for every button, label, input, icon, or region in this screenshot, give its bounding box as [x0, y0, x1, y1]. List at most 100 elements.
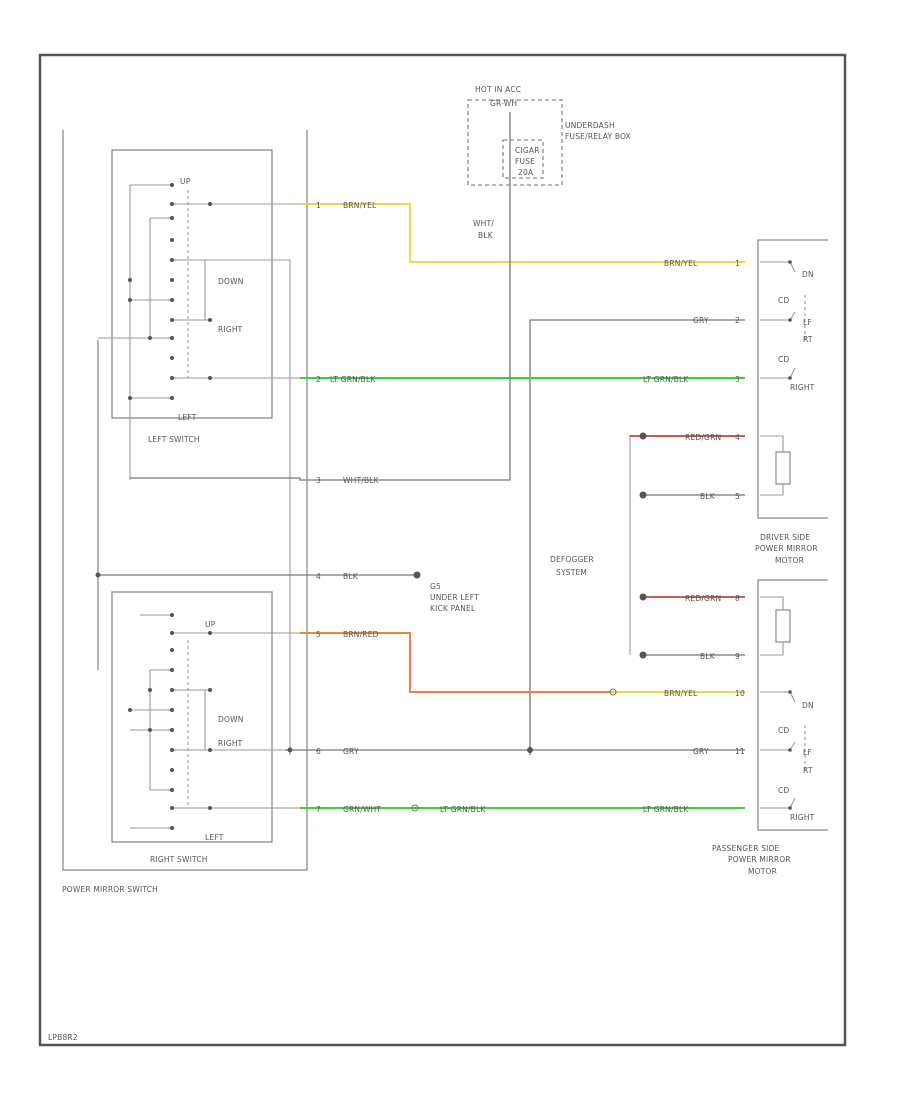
- pin-driver-3: 3: [735, 375, 740, 384]
- wire-brn-red: [300, 632, 610, 693]
- pin-passenger-8: 8: [735, 594, 740, 603]
- wire-label-red-grn-2: RED/GRN: [685, 594, 721, 603]
- pin-passenger-9: 9: [735, 652, 740, 661]
- label-fuse-1: CIGAR: [515, 146, 540, 155]
- wire-label-red-grn-1: RED/GRN: [685, 433, 721, 442]
- label-passenger-2: POWER MIRROR: [728, 855, 791, 864]
- wire-gry-driver: [529, 319, 745, 755]
- pin-driver-4: 4: [735, 433, 740, 442]
- driver-mirror-motor-box: [757, 239, 828, 519]
- defogger-connector-1: [639, 432, 647, 440]
- label-fuse-2: FUSE: [515, 157, 535, 166]
- label-cd-2: CD: [778, 355, 789, 364]
- wire-label-lt-grn-blk-mid: LT GRN/BLK: [440, 805, 486, 814]
- wire-label-gry-left: GRY: [343, 747, 359, 756]
- label-defogger-2: SYSTEM: [556, 568, 587, 577]
- label-rt-driver: RT: [803, 335, 813, 344]
- label-left-right: LEFT: [205, 833, 224, 842]
- wire-wht-blk: [130, 112, 511, 481]
- label-cd-3: CD: [778, 726, 789, 735]
- label-underdash-2: FUSE/RELAY BOX: [565, 132, 631, 141]
- passenger-motor-internals: [760, 690, 806, 810]
- wire-label-brn-yel-top: BRN/YEL: [343, 201, 377, 210]
- wire-label-blk-1: BLK: [700, 492, 716, 501]
- label-dn-passenger: DN: [802, 701, 814, 710]
- wire-label-gry-driver: GRY: [693, 316, 709, 325]
- pin-switch-1: 1: [316, 201, 321, 210]
- label-up-right: UP: [205, 620, 216, 629]
- label-wht-blk-1: WHT/: [473, 219, 494, 228]
- label-hot-in-acc: HOT IN ACC: [475, 85, 521, 94]
- pin-driver-2: 2: [735, 316, 740, 325]
- label-defogger-1: DEFOGGER: [550, 555, 594, 564]
- left-switch-box: [111, 149, 273, 419]
- label-ground-1: G5: [430, 582, 441, 591]
- label-driver-1: DRIVER SIDE: [760, 533, 810, 542]
- label-down-left: DOWN: [218, 277, 244, 286]
- label-ground-2: UNDER LEFT: [430, 593, 479, 602]
- label-cd-4: CD: [778, 786, 789, 795]
- pin-switch-6: 6: [316, 747, 321, 756]
- label-underdash-1: UNDERDASH: [565, 121, 615, 130]
- wire-label-lt-grn-blk-left: LT GRN/BLK: [330, 375, 376, 384]
- wire-label-blk-2: BLK: [700, 652, 716, 661]
- label-left-switch: LEFT SWITCH: [148, 435, 200, 444]
- label-left-left: LEFT: [178, 413, 197, 422]
- pin-switch-3: 3: [316, 476, 321, 485]
- label-down-right: DOWN: [218, 715, 244, 724]
- wire-label-gry-right: GRY: [693, 747, 709, 756]
- driver-heater-element: [775, 451, 791, 485]
- passenger-mirror-motor-box: [757, 579, 828, 831]
- label-rt-passenger: RT: [803, 766, 813, 775]
- label-driver-2: POWER MIRROR: [755, 544, 818, 553]
- defogger-connector-4: [639, 651, 647, 659]
- right-switch-contacts: [128, 613, 300, 830]
- wire-label-brn-red: BRN/RED: [343, 630, 379, 639]
- label-lf-driver: LF: [803, 318, 812, 327]
- inline-connector-pass: [609, 688, 617, 696]
- wire-label-brn-yel-pass: BRN/YEL: [664, 689, 698, 698]
- wire-label-wht-blk: WHT/BLK: [343, 476, 380, 485]
- pin-passenger-10: 10: [735, 689, 745, 698]
- label-hot-in-acc-conn: GR-WH: [490, 99, 517, 108]
- label-right-switch: RIGHT SWITCH: [150, 855, 208, 864]
- wire-label-lt-grn-blk-pass: LT GRN/BLK: [643, 805, 689, 814]
- label-fuse-3: 20A: [518, 168, 534, 177]
- label-power-mirror-switch: POWER MIRROR SWITCH: [62, 885, 158, 894]
- wire-label-blk-ground: BLK: [343, 572, 359, 581]
- pin-switch-5: 5: [316, 630, 321, 639]
- ground-point: [413, 571, 421, 579]
- label-passenger-1: PASSENGER SIDE: [712, 844, 780, 853]
- pin-driver-5: 5: [735, 492, 740, 501]
- left-switch-contacts: [98, 183, 300, 755]
- label-right-right: RIGHT: [218, 739, 243, 748]
- diagram-frame: [38, 53, 847, 1047]
- wire-brn-yel-top: [300, 203, 745, 263]
- power-mirror-switch-housing: [62, 130, 308, 871]
- defogger-connector-2: [639, 491, 647, 499]
- pin-switch-2: 2: [316, 375, 321, 384]
- wire-label-grn-wht: GRN/WHT: [343, 805, 381, 814]
- label-dn-driver: DN: [802, 270, 814, 279]
- defogger-connector-3: [639, 593, 647, 601]
- pin-passenger-11: 11: [735, 747, 745, 756]
- label-driver-3: MOTOR: [775, 556, 804, 565]
- label-wht-blk-2: BLK: [478, 231, 494, 240]
- wire-label-brn-yel-driver: BRN/YEL: [664, 259, 698, 268]
- label-right-passenger: RIGHT: [790, 813, 815, 822]
- pin-switch-7: 7: [316, 805, 321, 814]
- label-passenger-3: MOTOR: [748, 867, 777, 876]
- gry-splice: [527, 747, 533, 753]
- wire-label-lt-grn-blk-right: LT GRN/BLK: [643, 375, 689, 384]
- cigar-fuse: [502, 139, 544, 179]
- inline-connector-grn: [411, 804, 419, 812]
- label-right-left: RIGHT: [218, 325, 243, 334]
- underdash-fuse-box: [467, 99, 563, 186]
- pin-switch-4: 4: [316, 572, 321, 581]
- label-lf-passenger: LF: [803, 748, 812, 757]
- label-up-left: UP: [180, 177, 191, 186]
- driver-motor-internals: [760, 260, 806, 380]
- label-right-driver: RIGHT: [790, 383, 815, 392]
